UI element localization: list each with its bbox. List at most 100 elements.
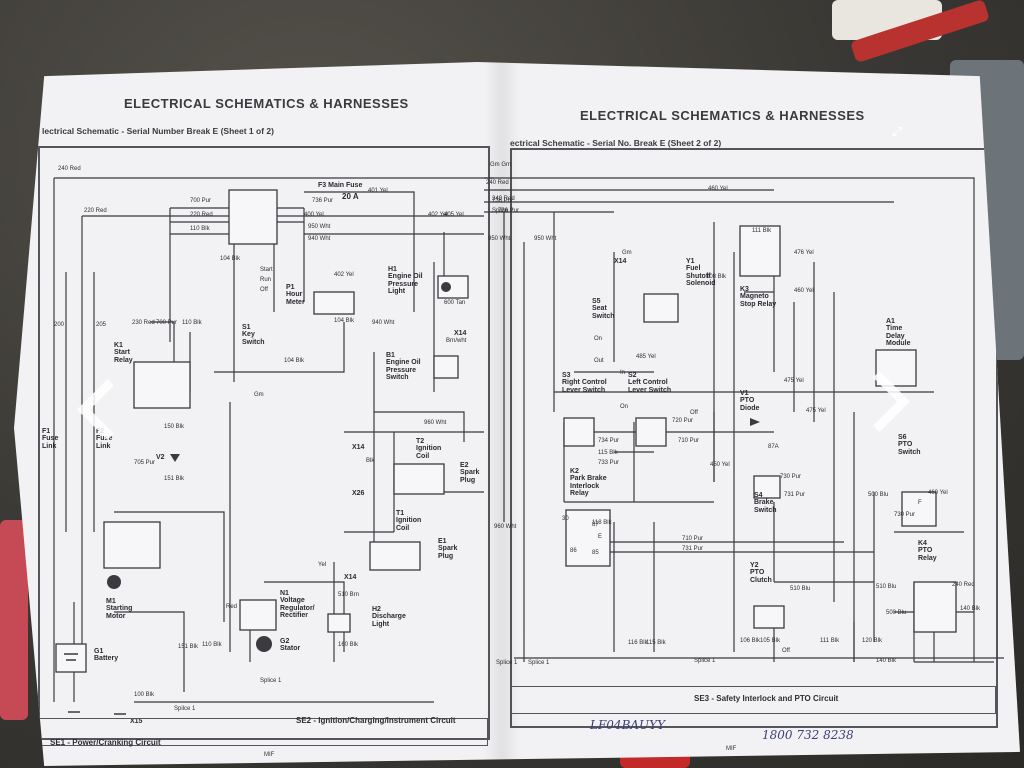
left-sheet-subheader: lectrical Schematic - Serial Number Brea… xyxy=(42,126,274,136)
battery-body xyxy=(55,643,87,673)
wire-label: In xyxy=(620,370,626,376)
wire-label: 510 Brn xyxy=(338,592,360,598)
wire-label: 736 Pur xyxy=(492,198,514,204)
wire-label: 111 Blk xyxy=(820,638,840,644)
wire-label: 110 Blk xyxy=(202,642,222,648)
oil-lamp-symbol xyxy=(441,282,451,292)
wire-label: 115 Blk xyxy=(598,450,618,456)
wire-label: 730 Pur xyxy=(780,474,802,480)
wire-label: 960 Wht xyxy=(424,420,447,426)
connector-x14-right-label: X14 xyxy=(614,258,627,265)
wire-label: 116 Blk xyxy=(628,640,648,646)
wire-label: 730 Pur xyxy=(894,512,916,518)
wire-label: 30 xyxy=(562,516,569,522)
wire-label: 230 Red xyxy=(132,320,155,326)
wire-label: Splice 1 xyxy=(496,660,518,666)
wire-label: Splice 1 xyxy=(694,658,716,664)
wire-label: 940 Wht xyxy=(308,236,331,242)
se2-footer: SE2 - Ignition/Charging/Instrument Circu… xyxy=(296,716,456,725)
oil-switch-body xyxy=(433,355,459,379)
wire-label: 460 Yel xyxy=(708,186,728,192)
wire-label: Spilce 1 xyxy=(174,706,196,712)
wire-label: Splice 2 xyxy=(492,208,514,214)
park-brake-relay-body xyxy=(565,509,611,567)
wire-label: Gm xyxy=(254,392,264,398)
wire-label: Off xyxy=(690,410,698,416)
wire-label: Red xyxy=(226,604,238,610)
ignition-coil-t2-label: T2 Ignition Coil xyxy=(416,438,442,460)
connector-x26-label: X26 xyxy=(352,490,365,497)
wire-label: 402 Yel xyxy=(334,272,354,278)
wire-label: 160 Blk xyxy=(338,642,359,648)
wire-label: On xyxy=(594,336,603,342)
ignition-coil-t2-body xyxy=(393,463,445,495)
wire-label: 460 Yel xyxy=(794,288,814,294)
wire-label: 731 Pur xyxy=(784,492,806,498)
wire-label: Gm xyxy=(622,250,632,256)
wire-label: 120 Blk xyxy=(862,638,883,644)
wire-label: F xyxy=(918,500,922,506)
regulator-body xyxy=(239,599,277,631)
wire-label: 240 Red xyxy=(58,166,81,172)
right-sheet-subheader: ectrical Schematic - Serial No. Break E … xyxy=(510,138,722,148)
starting-motor-label: M1 Starting Motor xyxy=(106,598,133,620)
wire-label: 150 Blk xyxy=(164,424,185,430)
magneto-stop-relay-label: K3 Magneto Stop Relay xyxy=(740,286,777,308)
wire-label: 140 Blk xyxy=(876,658,897,664)
mif-left: MIF xyxy=(264,752,275,758)
wire-label: 108 Blk xyxy=(706,274,727,280)
wire-label: 110 Blk xyxy=(190,226,210,232)
wire-label: 710 Pur xyxy=(678,438,700,444)
wire-label: 450 Yel xyxy=(710,462,730,468)
wire-label: 106 Blk xyxy=(740,638,761,644)
connector-x14-label: X14 xyxy=(352,444,365,451)
wire-label: 460 Yel xyxy=(928,490,948,496)
v2-diode-symbol xyxy=(170,454,180,462)
wire-label: 401 Yel xyxy=(368,188,388,194)
wire-label: 100 Blk xyxy=(134,692,155,698)
main-fuse-label: F3 Main Fuse xyxy=(318,182,363,189)
wire-label: 220 Red xyxy=(190,212,213,218)
wire-label: 240 Red xyxy=(952,582,975,588)
left-sheet-header: ELECTRICAL SCHEMATICS & HARNESSES xyxy=(124,96,409,111)
voltage-regulator-label: N1 Voltage Regulator/ Rectifier xyxy=(280,590,315,620)
v2-label: V2 xyxy=(156,454,165,461)
wire-label: Blk xyxy=(366,458,375,464)
main-fuse-rating: 20 A xyxy=(342,192,359,201)
stator-symbol xyxy=(256,636,272,652)
wire-label: 402 Yel xyxy=(428,212,448,218)
wire-label: 115 Blk xyxy=(646,640,666,646)
wire-label: 600 Tan xyxy=(444,300,466,306)
right-control-lever-switch-label: S3 Right Control Lever Switch xyxy=(562,372,607,394)
wire-label: 205 xyxy=(96,322,107,328)
wire-label: 105 Blk xyxy=(760,638,781,644)
wire-label: 476 Yel xyxy=(794,250,814,256)
time-delay-module-body xyxy=(875,349,917,387)
wire-label: 510 Blu xyxy=(790,586,811,592)
pto-relay-label: K4 PTO Relay xyxy=(918,540,937,562)
pto-clutch-label: Y2 PTO Clutch xyxy=(750,562,772,584)
hour-meter-label: P1 Hour Meter xyxy=(286,284,305,306)
wire-label: 950 Wht xyxy=(534,236,557,242)
oil-pressure-light-label: H1 Engine Oil Pressure Light xyxy=(388,266,423,296)
wire-label: 118 Blk xyxy=(592,520,612,526)
wire-label: 485 Yel xyxy=(636,354,656,360)
key-switch-label: S1 Key Switch xyxy=(242,324,265,346)
ignition-coil-t1-label: T1 Ignition Coil xyxy=(396,510,422,532)
wire-label: 950 Wht xyxy=(488,236,511,242)
wire-label: 510 Blu xyxy=(876,584,897,590)
starter-solenoid-body xyxy=(103,521,161,569)
wire-label: Splice 1 xyxy=(528,660,550,666)
wire-label: 960 Wht xyxy=(494,524,517,530)
pto-relay-body xyxy=(913,581,957,633)
wire-label: 500 Blu xyxy=(868,492,889,498)
wire-label: E xyxy=(598,534,603,540)
pto-switch-body xyxy=(901,491,937,527)
se1-footer: SE1 - Power/Cranking Circuit xyxy=(50,738,161,747)
wire-label: 104 Blk xyxy=(220,256,241,262)
wire-label: 475 Yel xyxy=(806,408,826,414)
wire-label: 85 xyxy=(592,550,599,556)
connector-x14c-label: X14 xyxy=(344,574,357,581)
discharge-light-body xyxy=(327,613,351,633)
wire-label: 151 Blk xyxy=(178,644,199,650)
